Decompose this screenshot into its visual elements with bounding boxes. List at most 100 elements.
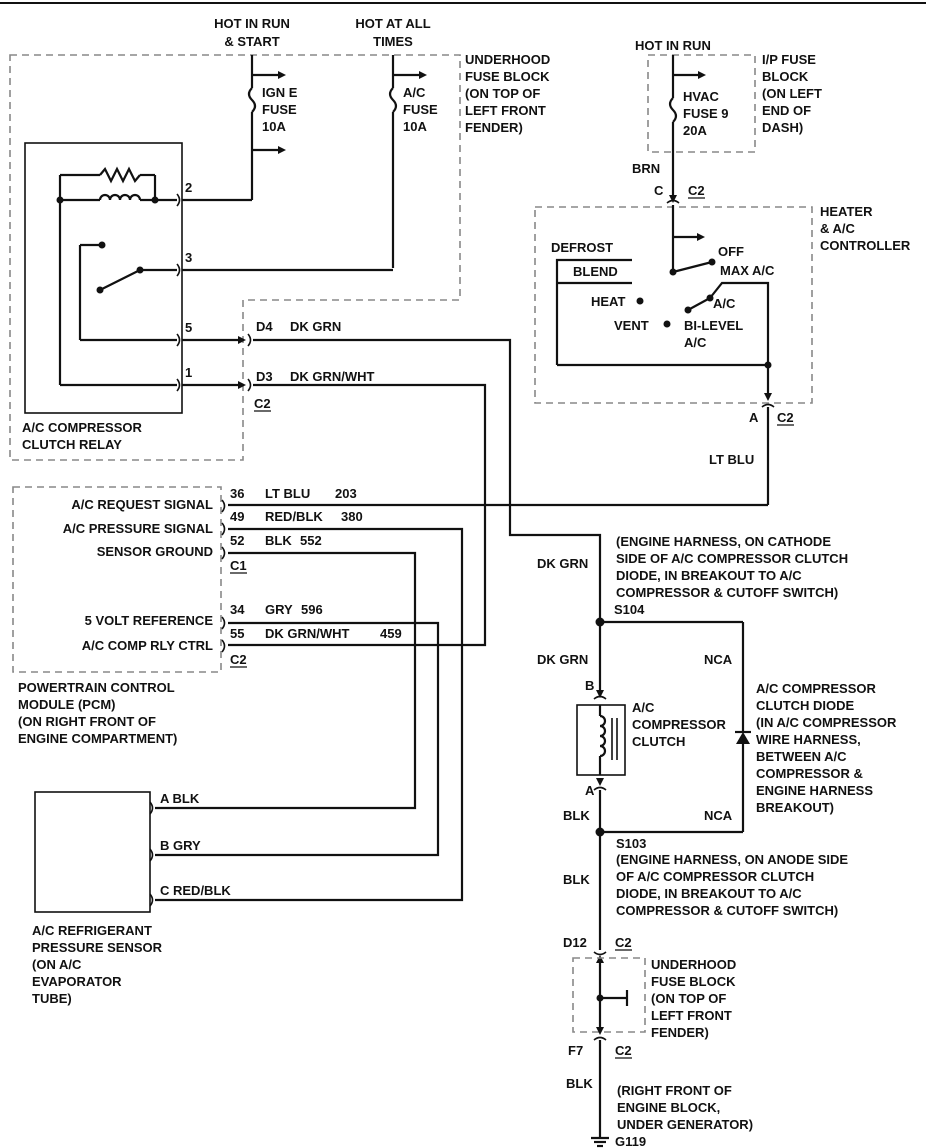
hot-run-start-label: HOT IN RUN xyxy=(214,16,290,31)
controller-heat: HEAT xyxy=(591,294,625,309)
relay-connector-c2: D4 DK GRN D3 DK GRN/WHT C2 xyxy=(228,319,602,647)
ground-note-2: ENGINE BLOCK, xyxy=(617,1100,720,1115)
relay-conn-d3: D3 xyxy=(256,369,273,384)
relay-pin-3: 3 xyxy=(185,250,192,265)
controller-conn-c2: C2 xyxy=(688,183,705,198)
s104-note-4: COMPRESSOR & CUTOFF SWITCH) xyxy=(616,585,838,600)
pcm-circuit-552: 552 xyxy=(300,533,322,548)
sensor-title-2: PRESSURE SENSOR xyxy=(32,940,163,955)
sensor-box xyxy=(34,791,151,913)
resistor-icon xyxy=(99,166,141,184)
s103-note: (ENGINE HARNESS, ON ANODE SIDE xyxy=(616,852,848,867)
relay-title: A/C COMPRESSOR xyxy=(22,420,143,435)
underhood-block-outline xyxy=(9,54,461,461)
pcm-wire-dk-grn-wht: DK GRN/WHT xyxy=(265,626,350,641)
pcm-ac-comp-rly-ctrl: A/C COMP RLY CTRL xyxy=(82,638,213,653)
relay-conn-d4-wire: DK GRN xyxy=(290,319,341,334)
conn-d12-c2: C2 xyxy=(615,935,632,950)
powertrain-control-module: A/C REQUEST SIGNAL A/C PRESSURE SIGNAL S… xyxy=(12,486,464,902)
underhood-2-title-2: FUSE BLOCK xyxy=(651,974,736,989)
pcm-ac-pressure-signal: A/C PRESSURE SIGNAL xyxy=(63,521,213,536)
pcm-ac-request-signal: A/C REQUEST SIGNAL xyxy=(71,497,213,512)
pcm-wire-gry: GRY xyxy=(265,602,293,617)
ip-title-4: END OF xyxy=(762,103,811,118)
hot-all-times-label-2: TIMES xyxy=(373,34,413,49)
diode-label: A/C COMPRESSOR xyxy=(756,681,877,696)
splice-s104: S104 xyxy=(614,602,645,617)
pcm-pin-52: 52 xyxy=(230,533,244,548)
s104-note: (ENGINE HARNESS, ON CATHODE xyxy=(616,534,831,549)
coil-icon xyxy=(98,193,142,201)
controller-max-ac: MAX A/C xyxy=(720,263,775,278)
sensor-title-5: TUBE) xyxy=(32,991,72,1006)
clutch-label-3: CLUTCH xyxy=(632,734,685,749)
pcm-circuit-380: 380 xyxy=(341,509,363,524)
sensor-pin-b: B GRY xyxy=(160,838,201,853)
s104-note-2: SIDE OF A/C COMPRESSOR CLUTCH xyxy=(616,551,848,566)
ign-e-fuse-icon xyxy=(247,87,257,113)
pcm-pin-55: 55 xyxy=(230,626,244,641)
ign-fuse-label: IGN E xyxy=(262,85,298,100)
underhood-2-title-3: (ON TOP OF xyxy=(651,991,726,1006)
diode-label-7: ENGINE HARNESS xyxy=(756,783,873,798)
ip-hot-label: HOT IN RUN xyxy=(635,38,711,53)
hvac-fuse-label-2: FUSE 9 xyxy=(683,106,729,121)
controller-title: HEATER xyxy=(820,204,873,219)
relay-conn-d3-wire: DK GRN/WHT xyxy=(290,369,375,384)
sensor-pin-c: C RED/BLK xyxy=(160,883,231,898)
lt-blu-wire-label: LT BLU xyxy=(709,452,754,467)
sensor-title: A/C REFRIGERANT xyxy=(32,923,152,938)
controller-conn-c: C xyxy=(654,183,664,198)
s103-note-3: DIODE, IN BREAKOUT TO A/C xyxy=(616,886,802,901)
blk-wire-label-2: BLK xyxy=(563,872,590,887)
clutch-label-2: COMPRESSOR xyxy=(632,717,727,732)
ign-fuse-rating: 10A xyxy=(262,119,286,134)
controller-ac: A/C xyxy=(713,296,736,311)
relay-conn-d4: D4 xyxy=(256,319,273,334)
relay-box xyxy=(24,142,183,414)
pcm-c1: C1 xyxy=(230,558,247,573)
nca-label-2: NCA xyxy=(704,808,733,823)
clutch-conn-b: B xyxy=(585,678,594,693)
ac-fuse-label-2: FUSE xyxy=(403,102,438,117)
controller-conn-a: A xyxy=(749,410,759,425)
conn-f7: F7 xyxy=(568,1043,583,1058)
pcm-wire-lt-blu: LT BLU xyxy=(265,486,310,501)
ip-title-3: (ON LEFT xyxy=(762,86,822,101)
controller-title-3: CONTROLLER xyxy=(820,238,911,253)
diode-icon xyxy=(736,732,750,744)
controller-conn-a-c2: C2 xyxy=(777,410,794,425)
conn-f7-c2: C2 xyxy=(615,1043,632,1058)
pcm-circuit-596: 596 xyxy=(301,602,323,617)
pcm-title-3: (ON RIGHT FRONT OF xyxy=(18,714,156,729)
diode-label-2: CLUTCH DIODE xyxy=(756,698,855,713)
controller-off: OFF xyxy=(718,244,744,259)
clutch-label: A/C xyxy=(632,700,655,715)
underhood-title-4: LEFT FRONT xyxy=(465,103,546,118)
conn-d12: D12 xyxy=(563,935,587,950)
hvac-fuse-label: HVAC xyxy=(683,89,719,104)
underhood-2-title-4: LEFT FRONT xyxy=(651,1008,732,1023)
sensor-pin-a: A BLK xyxy=(160,791,200,806)
ip-title-2: BLOCK xyxy=(762,69,809,84)
ac-compressor-clutch-relay: 2 3 5 1 A/C COMPRESSOR CLUTCH RELAY xyxy=(22,142,393,452)
pcm-title-4: ENGINE COMPARTMENT) xyxy=(18,731,177,746)
pcm-pin-49: 49 xyxy=(230,509,244,524)
pcm-wire-blk: BLK xyxy=(265,533,292,548)
pcm-wire-red-blk: RED/BLK xyxy=(265,509,323,524)
underhood-title: UNDERHOOD xyxy=(465,52,550,67)
controller-bilevel: BI-LEVEL xyxy=(684,318,743,333)
pcm-circuit-459: 459 xyxy=(380,626,402,641)
ac-fuse-label: A/C xyxy=(403,85,426,100)
controller-blend: BLEND xyxy=(573,264,618,279)
pcm-5v-reference: 5 VOLT REFERENCE xyxy=(85,613,214,628)
controller-defrost: DEFROST xyxy=(551,240,613,255)
relay-title-2: CLUTCH RELAY xyxy=(22,437,122,452)
controller-switch-icon xyxy=(672,260,713,274)
underhood-title-3: (ON TOP OF xyxy=(465,86,540,101)
brn-wire-label: BRN xyxy=(632,161,660,176)
nca-label: NCA xyxy=(704,652,733,667)
pcm-pin-36: 36 xyxy=(230,486,244,501)
pcm-title: POWERTRAIN CONTROL xyxy=(18,680,175,695)
